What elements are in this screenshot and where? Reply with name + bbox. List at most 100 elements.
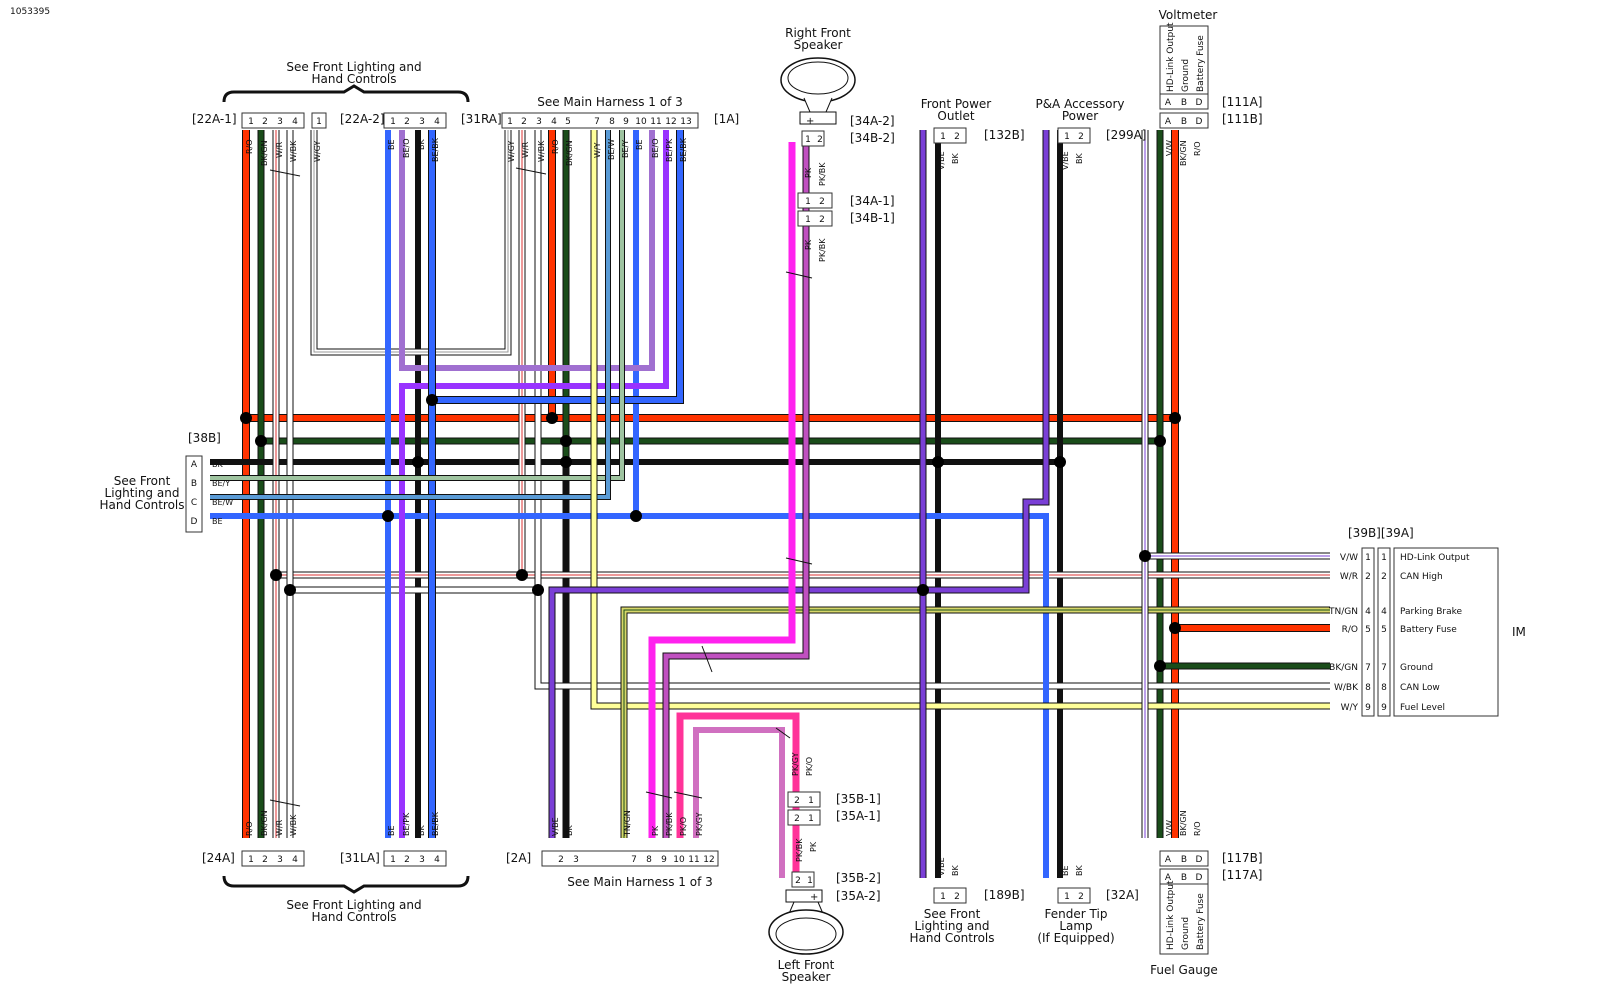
label-left-front-speaker-2: Speaker — [782, 970, 831, 984]
pin: 1 — [808, 796, 814, 806]
wire-labels-top-left: R/O BK/GN W/R W/BK W/GY BE BE/O BK BE/BK — [245, 137, 440, 166]
connector-117b-body — [1159, 850, 1209, 867]
connector-189b: [189B] — [984, 888, 1025, 902]
pin: 10 — [635, 117, 647, 127]
connector-1a-pins: 1 2 3 4 5 7 8 9 10 11 12 13 — [507, 117, 692, 127]
wire-label: BE/O — [651, 138, 660, 158]
wire-label: V/BE — [937, 857, 946, 876]
pin: B — [1181, 855, 1187, 865]
im-pin-number: 9 — [1381, 703, 1387, 713]
label-see-front-left-1: See Front — [114, 474, 171, 488]
connector-35b-1-body — [787, 791, 821, 808]
connector-1a-body — [501, 112, 699, 129]
pin: 4 — [434, 855, 440, 865]
splice-dot — [546, 412, 558, 424]
wire-label: BE/BK — [679, 137, 688, 162]
pin: 1 — [507, 117, 513, 127]
connector-22a-1-body — [241, 112, 305, 129]
twist-mark — [269, 169, 301, 177]
wire-label: R/O — [245, 821, 254, 836]
splice-dot — [255, 435, 267, 447]
splice-dot — [560, 435, 572, 447]
wire-label: V/BE — [551, 817, 560, 836]
fuel-gauge-pin-label: Ground — [1181, 917, 1191, 950]
connector-34b-2-body — [801, 130, 825, 147]
label-fender-tip-2: Lamp — [1059, 919, 1092, 933]
wire-wr — [272, 130, 1330, 838]
fuel-gauge-pin-label: Battery Fuse — [1196, 893, 1206, 950]
pin: 1 — [390, 855, 396, 865]
speaker-icon-left: + — [768, 889, 844, 955]
wire-label: W/R — [275, 819, 284, 836]
wire-label: V/W — [1165, 820, 1174, 836]
wire-label: W/BK — [289, 814, 298, 836]
im-pin-number: 8 — [1365, 683, 1371, 693]
wire-vbe — [548, 130, 1050, 878]
label-189-2: Lighting and — [915, 919, 990, 933]
wire-label: BE/W — [212, 498, 233, 507]
pin: 4 — [551, 117, 557, 127]
connector-189b-body — [933, 887, 967, 904]
label-fender-tip-3: (If Equipped) — [1037, 931, 1114, 945]
connector-132b: [132B] — [984, 128, 1025, 142]
wire-label: R/O — [551, 139, 560, 154]
wire-label: BK/GN — [565, 140, 574, 166]
pin: A — [191, 460, 198, 470]
im-wire-label: BK/GN — [1329, 663, 1358, 673]
wire-bew — [210, 130, 611, 500]
pin: 10 — [673, 855, 685, 865]
pin: 1 — [940, 892, 946, 902]
im-body — [1393, 547, 1499, 717]
connector-24a: [24A] — [202, 851, 235, 865]
pin: 5 — [565, 117, 571, 127]
pin: 4 — [434, 117, 440, 127]
wire-label: PK/O — [679, 817, 688, 836]
label-pa-2: Power — [1062, 109, 1098, 123]
connector-111b-body — [1159, 112, 1209, 129]
label-fuel-gauge: Fuel Gauge — [1150, 963, 1218, 977]
connector-35b-2-body — [791, 871, 815, 888]
wire-label: BE — [635, 139, 644, 150]
wire-label: PK/O — [805, 757, 814, 776]
im-wire-label: W/R — [1340, 572, 1358, 582]
connector-31la: [31LA] — [340, 851, 380, 865]
connector-22a-2-body — [311, 112, 327, 129]
wire-wbk — [286, 130, 1330, 838]
connector-34b-1-body — [797, 210, 833, 227]
voltmeter-pin-label: HD-Link Output — [1166, 22, 1176, 92]
wire-vw — [1141, 130, 1330, 838]
wire-label: BK — [951, 865, 960, 876]
connector-1a: [1A] — [714, 112, 739, 126]
connector-132b-body — [933, 127, 967, 144]
pin: 2 — [262, 855, 268, 865]
pin: B — [1181, 117, 1187, 127]
splice-dot — [284, 584, 296, 596]
wire-pk-speaker — [648, 142, 810, 838]
wire-label: PK/BK — [795, 838, 804, 862]
wire-label: V/BE — [937, 151, 946, 170]
wire-label: BK — [212, 460, 223, 469]
voltmeter-pin-label: Battery Fuse — [1196, 35, 1206, 92]
pin: 2 — [558, 855, 564, 865]
im-pin-number: 4 — [1381, 607, 1387, 617]
plus-sign: + — [810, 892, 818, 903]
wire-bebk — [428, 130, 684, 838]
wire-bk-38b — [210, 130, 1063, 878]
splice-dot — [240, 412, 252, 424]
connector-32a-body — [1057, 887, 1091, 904]
pin: 1 — [390, 117, 396, 127]
twist-mark — [515, 167, 547, 175]
label-fender-tip-1: Fender Tip — [1045, 907, 1108, 921]
wire-label: BE/Y — [212, 479, 230, 488]
pin: 4 — [292, 117, 298, 127]
fuel-gauge-pin-label: HD-Link Output — [1166, 880, 1176, 950]
im-pin-number: 1 — [1365, 553, 1371, 563]
connector-34a-1-body — [797, 192, 833, 209]
wire-wy — [590, 130, 1330, 710]
pin: B — [191, 479, 197, 489]
twist-mark — [269, 799, 301, 807]
label-left-front-speaker-1: Left Front — [778, 958, 835, 972]
wire-label: BE/O — [402, 138, 411, 158]
connector-2a-pins: 2 3 7 8 9 10 11 12 — [558, 855, 715, 865]
pin: 3 — [419, 855, 425, 865]
